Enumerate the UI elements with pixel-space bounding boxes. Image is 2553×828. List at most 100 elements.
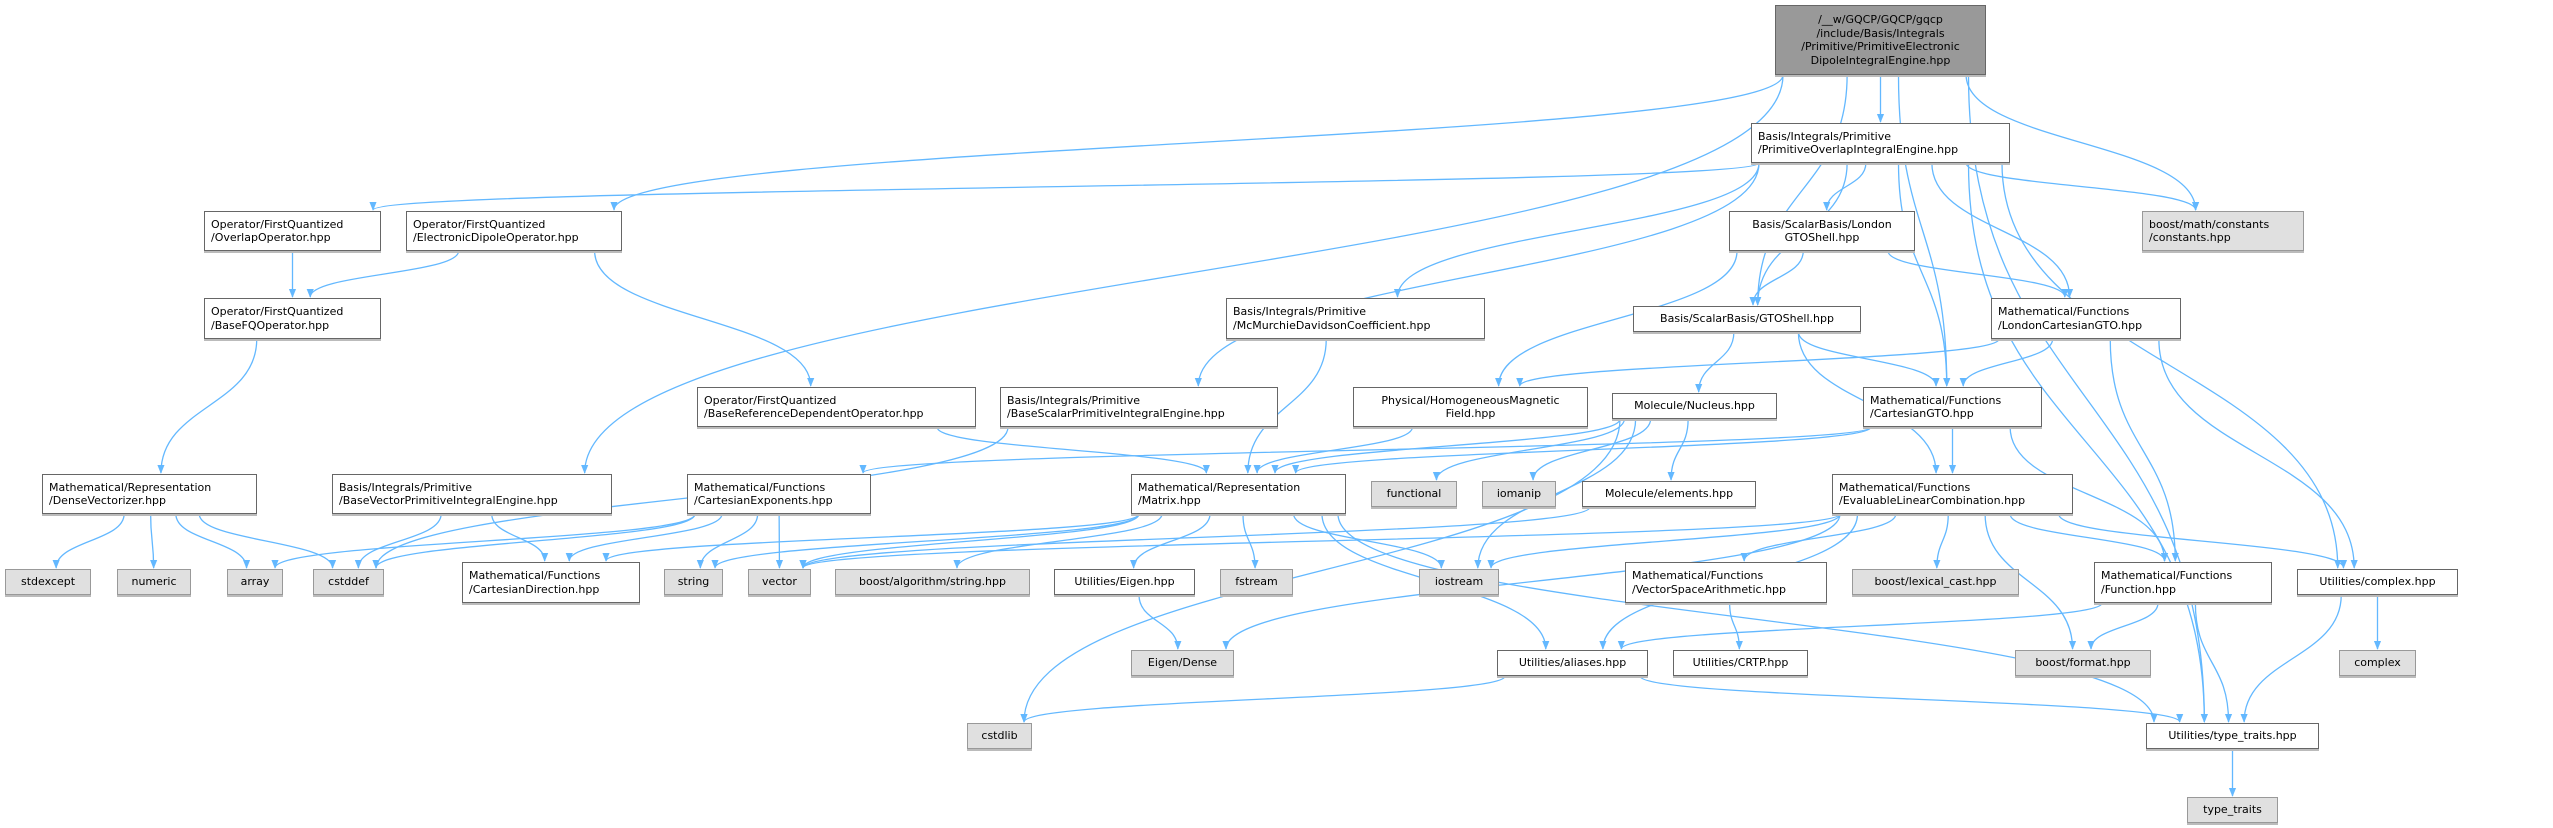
node-eigenHpp[interactable]: Utilities/Eigen.hpp [1054,569,1195,595]
node-root[interactable]: /__w/GQCP/GQCP/gqcp/include/Basis/Integr… [1775,5,1986,75]
edge-dipoleOp-to-baseFQ [306,250,460,298]
edge-gtoShell-to-nucleus [1695,331,1735,393]
node-cstddef[interactable]: cstddef [313,569,384,595]
edge-overlapEngine-to-mcmurchie [1393,162,1760,298]
node-boostAlgo[interactable]: boost/algorithm/string.hpp [835,569,1030,595]
edge-nucleus-to-iostream [1474,418,1637,569]
node-mcmurchie[interactable]: Basis/Integrals/Primitive/McMurchieDavid… [1226,298,1485,339]
node-numeric[interactable]: numeric [117,569,191,595]
node-matrix[interactable]: Mathematical/Representation/Matrix.hpp [1131,474,1346,514]
node-complex[interactable]: complex [2339,650,2416,676]
node-nucleus[interactable]: Molecule/Nucleus.hpp [1612,393,1777,419]
node-label-line: fstream [1235,575,1278,589]
node-label-line: Basis/Integrals/Primitive [1233,305,1366,318]
node-iomanip[interactable]: iomanip [1482,481,1556,507]
node-boostFormat[interactable]: boost/format.hpp [2015,650,2151,676]
node-baseRefDep[interactable]: Operator/FirstQuantized/BaseReferenceDep… [697,387,976,427]
edge-denseVec-to-cstddef [198,513,337,569]
node-denseVec[interactable]: Mathematical/Representation/DenseVectori… [42,474,257,514]
edge-matrix-to-typeTraitsHpp [1337,513,2158,723]
node-fstream[interactable]: fstream [1220,569,1293,595]
edge-matrix-to-cartDir [602,513,1140,562]
edge-dipoleOp-to-baseRefDep [593,250,815,387]
node-typeTraitsHpp[interactable]: Utilities/type_traits.hpp [2146,723,2319,749]
node-elc[interactable]: Mathematical/Functions/EvaluableLinearCo… [1832,474,2073,514]
node-vector[interactable]: vector [748,569,811,595]
edge-cartExp-to-array [271,513,696,569]
node-londonCGTO[interactable]: Mathematical/Functions/LondonCartesianGT… [1991,298,2181,339]
edge-root-to-gtoShell [1754,74,1848,306]
edge-aliases-to-typeTraitsHpp [1639,675,2184,723]
edge-elements-to-vector [799,506,1591,569]
edge-elc-to-lexcast [1933,513,1949,569]
node-label-line: Mathematical/Functions [1998,305,2130,318]
edge-overlapEngine-to-typeTraitsHpp [1967,162,2208,723]
edge-function-to-typeTraitsHpp [2194,602,2233,723]
node-cartExp[interactable]: Mathematical/Functions/CartesianExponent… [687,474,871,514]
node-cstdlib[interactable]: cstdlib [967,723,1032,749]
edge-nucleus-to-functional [1432,418,1626,481]
edge-matrix-to-iostream [1292,513,1445,569]
node-label-line: array [240,575,270,589]
node-label-line: /BaseVectorPrimitiveIntegralEngine.hpp [339,494,558,507]
node-label-line: Operator/FirstQuantized [211,217,344,231]
node-array[interactable]: array [227,569,283,595]
node-label-line: Eigen/Dense [1147,656,1218,670]
edge-root-to-baseVector [581,74,1784,474]
node-string[interactable]: string [664,569,723,595]
node-baseVector[interactable]: Basis/Integrals/Primitive/BaseVectorPrim… [332,474,612,514]
edge-overlapEngine-to-overlapOp [369,162,1760,211]
node-label-line: Mathematical/Functions [694,480,826,494]
node-label-line: Operator/FirstQuantized [704,393,837,407]
node-label-line: /EvaluableLinearCombination.hpp [1839,494,2026,507]
node-label-line: Utilities/complex.hpp [2319,575,2436,589]
node-label-line: Mathematical/Functions [469,569,601,582]
node-boostConst[interactable]: boost/math/constants/constants.hpp [2142,211,2304,251]
node-label-line: numeric [131,575,177,589]
node-crtp[interactable]: Utilities/CRTP.hpp [1673,650,1808,676]
edge-elc-to-vsa [1740,513,1897,562]
node-typeTraits[interactable]: type_traits [2187,797,2278,823]
node-label-line: type_traits [2203,803,2262,817]
node-overlapOp[interactable]: Operator/FirstQuantized/OverlapOperator.… [204,211,381,251]
node-label-line: Basis/Integrals/Primitive [339,480,472,494]
node-label-line: boost/algorithm/string.hpp [859,575,1006,589]
edge-londonCGTO-to-magField [1516,338,2000,387]
node-baseFQ[interactable]: Operator/FirstQuantized/BaseFQOperator.h… [204,298,381,339]
node-label-line: iostream [1434,575,1484,589]
node-eigenDense[interactable]: Eigen/Dense [1131,650,1234,676]
node-label-line: /CartesianExponents.hpp [694,494,833,507]
node-label-line: Field.hpp [1445,407,1496,420]
node-dipoleOp[interactable]: Operator/FirstQuantized/ElectronicDipole… [406,211,622,251]
edge-eigenHpp-to-eigenDense [1138,594,1182,650]
node-iostream[interactable]: iostream [1419,569,1499,595]
node-function[interactable]: Mathematical/Functions/Function.hpp [2094,562,2272,603]
node-functional[interactable]: functional [1371,481,1457,507]
edge-overlapEngine-to-boostConst [1965,162,2200,211]
node-lexcast[interactable]: boost/lexical_cast.hpp [1852,569,2019,595]
edge-cartExp-to-cstddef [372,513,696,569]
node-baseScalar[interactable]: Basis/Integrals/Primitive/BaseScalarPrim… [1000,387,1278,427]
node-label-line: iomanip [1496,487,1542,501]
node-label-line: Utilities/Eigen.hpp [1074,575,1175,589]
node-overlapEngine[interactable]: Basis/Integrals/Primitive/PrimitiveOverl… [1751,123,2010,163]
node-label-line: /BaseScalarPrimitiveIntegralEngine.hpp [1007,407,1225,420]
node-complexHpp[interactable]: Utilities/complex.hpp [2297,569,2458,595]
edge-denseVec-to-stdexcept [52,513,125,569]
node-label-line: Mathematical/Functions [1632,569,1764,582]
node-label-line: functional [1386,487,1442,501]
edge-elc-to-complexHpp [2058,513,2348,569]
node-cgto[interactable]: Mathematical/Functions/CartesianGTO.hpp [1863,387,2042,427]
edge-nucleus-to-elements [1667,418,1689,481]
node-aliases[interactable]: Utilities/aliases.hpp [1497,650,1648,676]
node-cartDir[interactable]: Mathematical/Functions/CartesianDirectio… [462,562,640,603]
edge-overlapEngine-to-baseScalar [1194,162,1760,387]
node-vsa[interactable]: Mathematical/Functions/VectorSpaceArithm… [1625,562,1827,603]
node-gtoShell[interactable]: Basis/ScalarBasis/GTOShell.hpp [1633,306,1861,332]
edge-denseVec-to-array [175,513,251,569]
node-elements[interactable]: Molecule/elements.hpp [1582,481,1756,507]
node-stdexcept[interactable]: stdexcept [5,569,91,595]
node-label-line: /Matrix.hpp [1138,494,1201,507]
